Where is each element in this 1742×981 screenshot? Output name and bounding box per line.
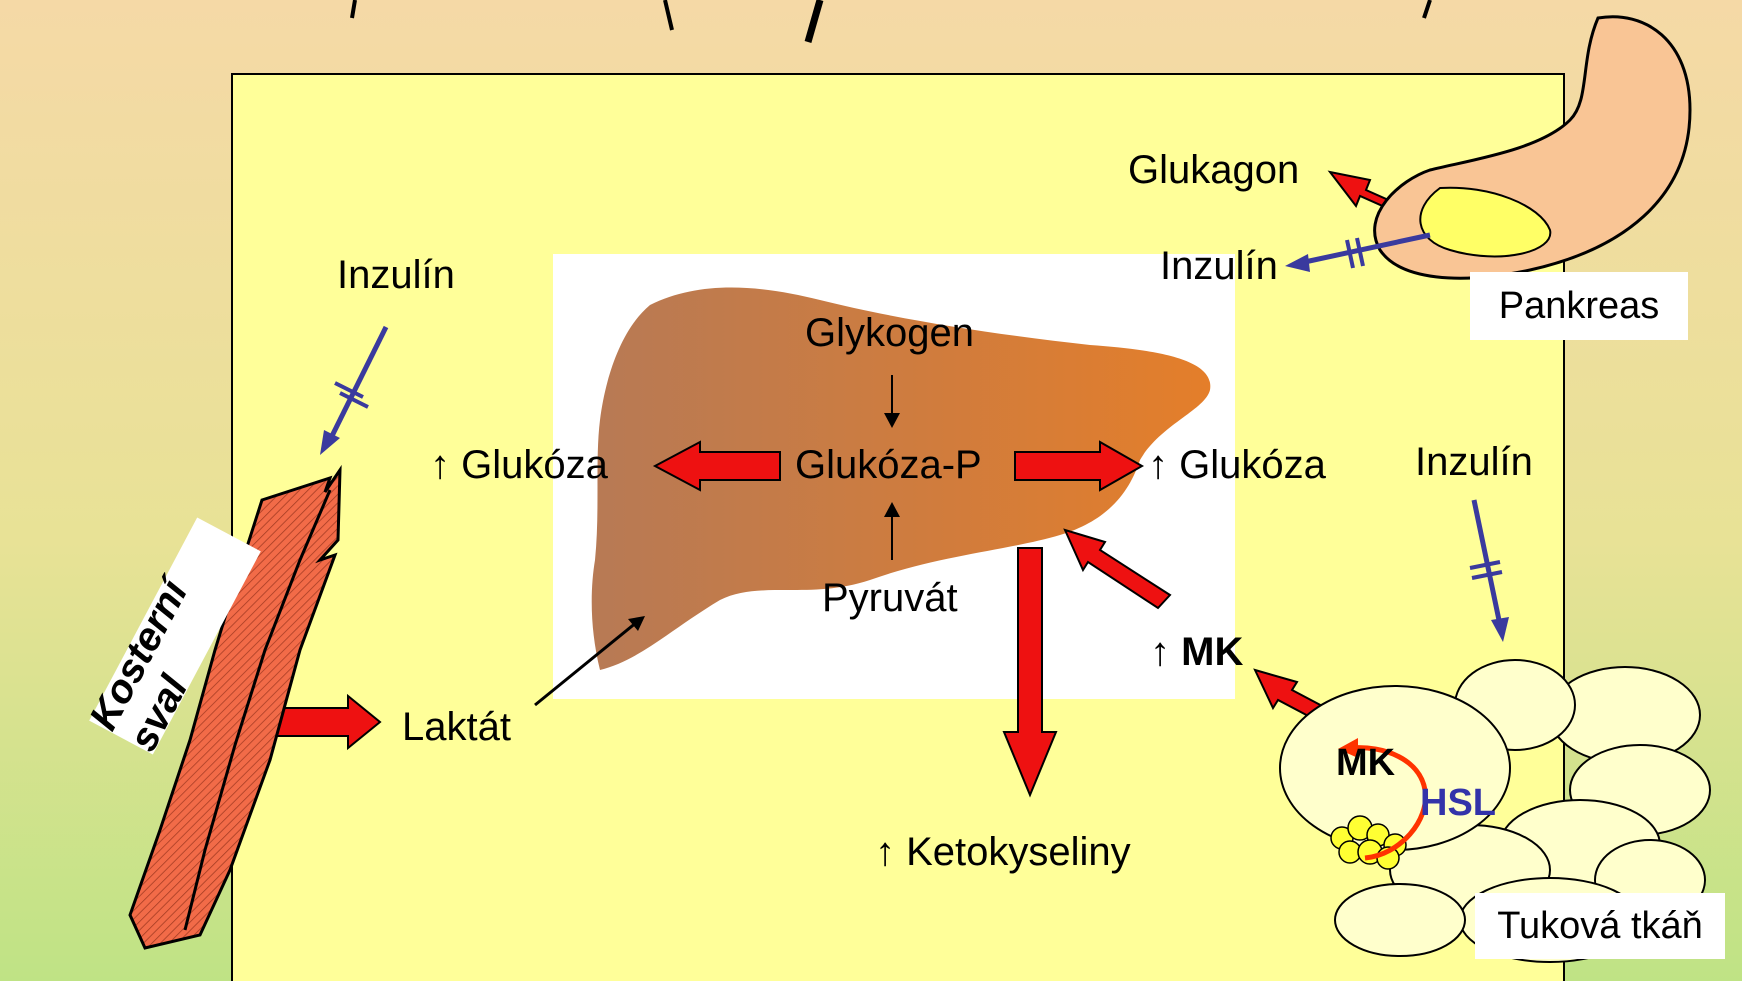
fatty-acids-label: ↑ MK <box>1150 632 1243 672</box>
adipose-fatty-acids-label: MK <box>1336 744 1395 782</box>
hsl-label: HSL <box>1420 784 1496 822</box>
insulin-adipose-label: Inzulín <box>1415 442 1533 482</box>
lactate-label: Laktát <box>402 707 511 747</box>
glucose-right-label: ↑ Glukóza <box>1148 445 1326 485</box>
glucagon-label: Glukagon <box>1128 150 1299 190</box>
insulin-muscle-label: Inzulín <box>337 255 455 295</box>
pancreas-label: Pankreas <box>1470 272 1688 340</box>
title-fragment <box>665 0 672 30</box>
title-fragment <box>352 0 355 18</box>
insulin-pancreas-label: Inzulín <box>1160 246 1278 286</box>
glycogen-label: Glykogen <box>805 313 974 353</box>
fatty-acids-text: MK <box>1181 630 1243 674</box>
ketoacids-label: ↑ Ketokyseliny <box>875 832 1131 872</box>
title-fragment <box>1424 0 1430 18</box>
fatty-acids-up-arrow: ↑ <box>1150 630 1170 674</box>
title-fragment <box>808 0 820 42</box>
pyruvate-label: Pyruvát <box>822 578 958 618</box>
adipose-label: Tuková tkáň <box>1475 893 1725 959</box>
glucose-p-label: Glukóza-P <box>795 445 982 485</box>
glucose-left-label: ↑ Glukóza <box>430 445 608 485</box>
